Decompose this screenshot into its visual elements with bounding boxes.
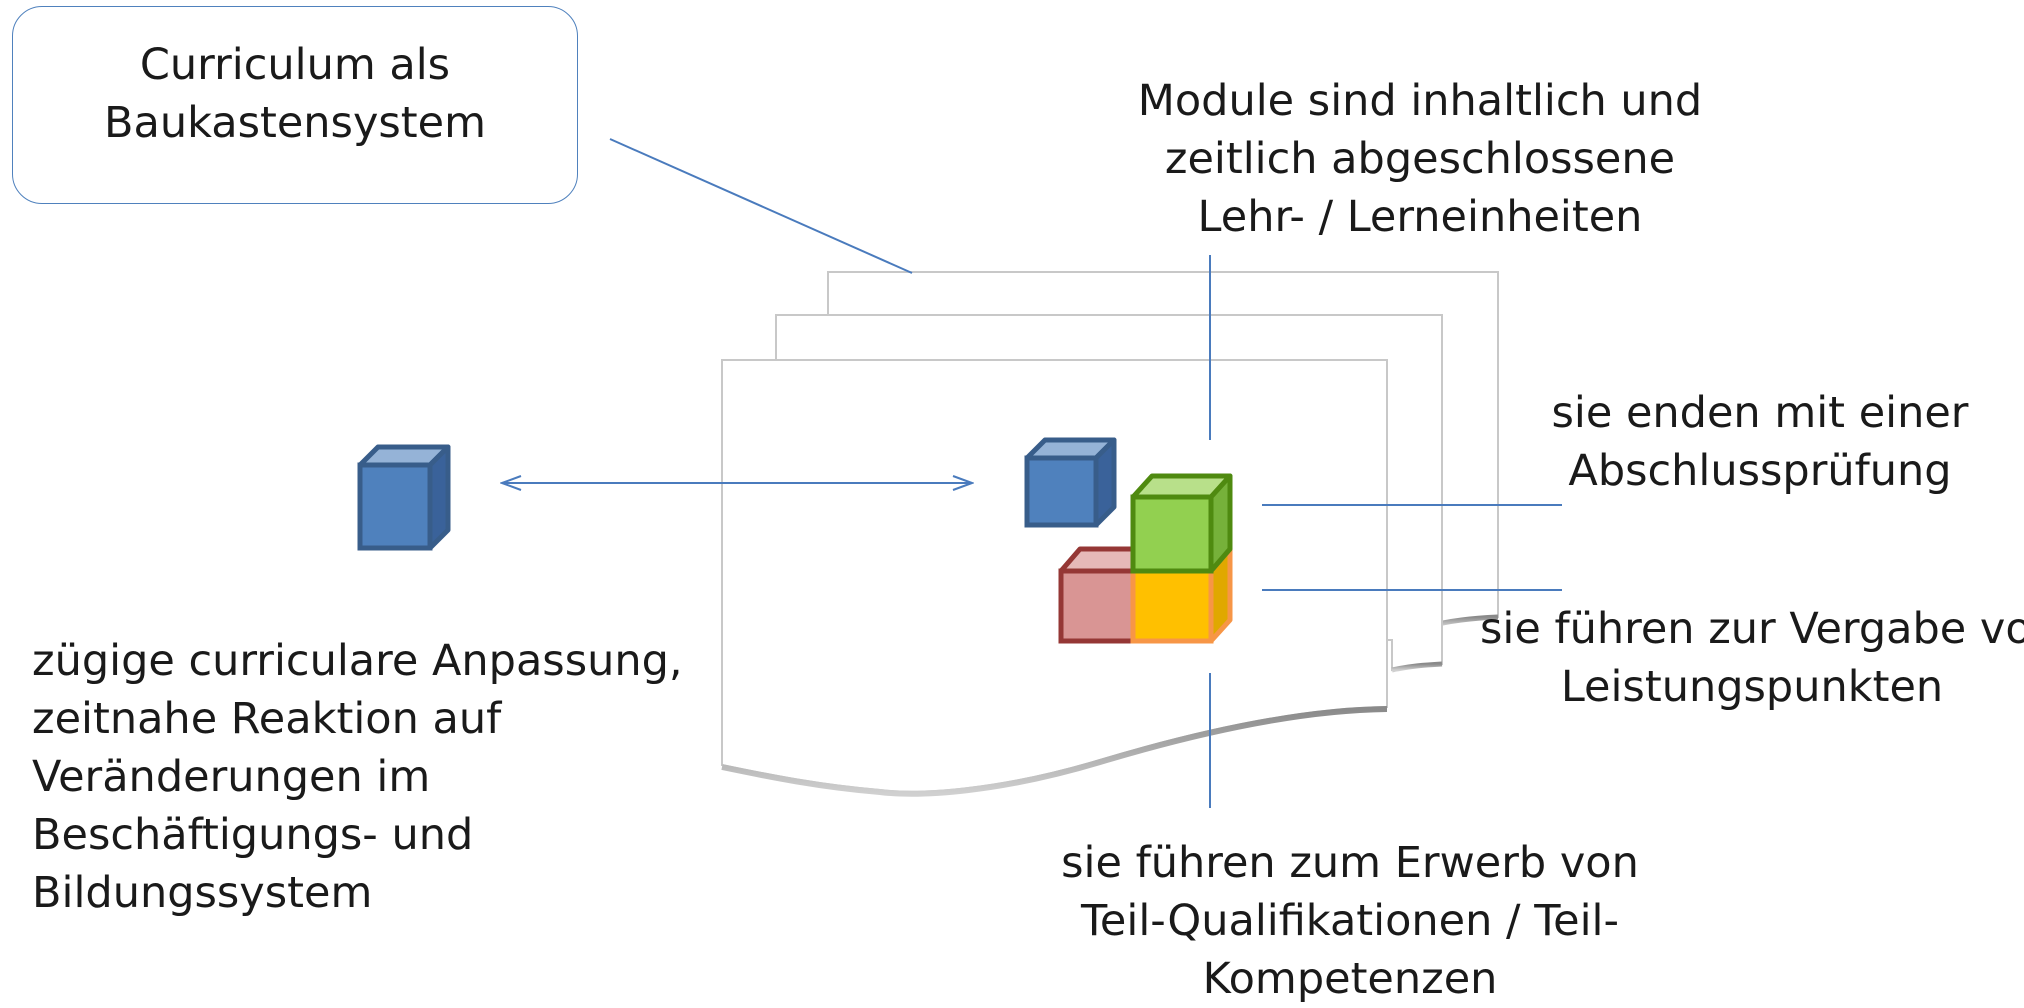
module-cube-red [1058,546,1155,644]
label-left-line: Beschäftigungs- und [32,810,474,860]
label-top-line: zeitlich abgeschlossene [1164,134,1676,184]
label-left-line: Veränderungen im [32,752,431,802]
label-right-top: sie enden mit einer Abschlussprüfung [1500,384,2020,500]
label-bottom-line: sie führen zum Erwerb von [1061,838,1639,888]
label-right-bottom: sie führen zur Vergabe von Leistungspunk… [1480,600,2024,716]
label-bottom: sie führen zum Erwerb von Teil-Qualifika… [1020,834,1680,1008]
title-connector-line [609,138,913,274]
module-cube-green [1130,473,1233,574]
single-module-cube [357,444,451,551]
label-top-line: Module sind inhaltlich und [1137,76,1703,126]
title-box: Curriculum als Baukastensystem [12,6,578,204]
title-line-2: Baukastensystem [103,98,487,148]
label-right-bottom-line: Leistungspunkten [1560,662,1944,712]
label-right-top-line: Abschlussprüfung [1568,446,1952,496]
label-top-line: Lehr- / Lerneinheiten [1197,192,1643,242]
label-left-line: Bildungssystem [32,868,373,918]
label-right-bottom-line: sie führen zur Vergabe von [1480,604,2024,654]
label-top: Module sind inhaltlich und zeitlich abge… [1060,72,1780,246]
label-bottom-line: Teil-Qualifikationen / Teil- [1080,896,1620,946]
module-sheet-front [721,359,1388,797]
label-right-top-line: sie enden mit einer [1551,388,1969,438]
title-line-1: Curriculum als [139,40,451,90]
label-left: zügige curriculare Anpassung, zeitnahe R… [32,632,712,922]
module-cube-blue [1024,437,1117,528]
label-left-line: zeitnahe Reaktion auf [32,694,502,744]
label-left-line: zügige curriculare Anpassung, [32,636,683,686]
label-bottom-line: Kompetenzen [1202,954,1498,1004]
